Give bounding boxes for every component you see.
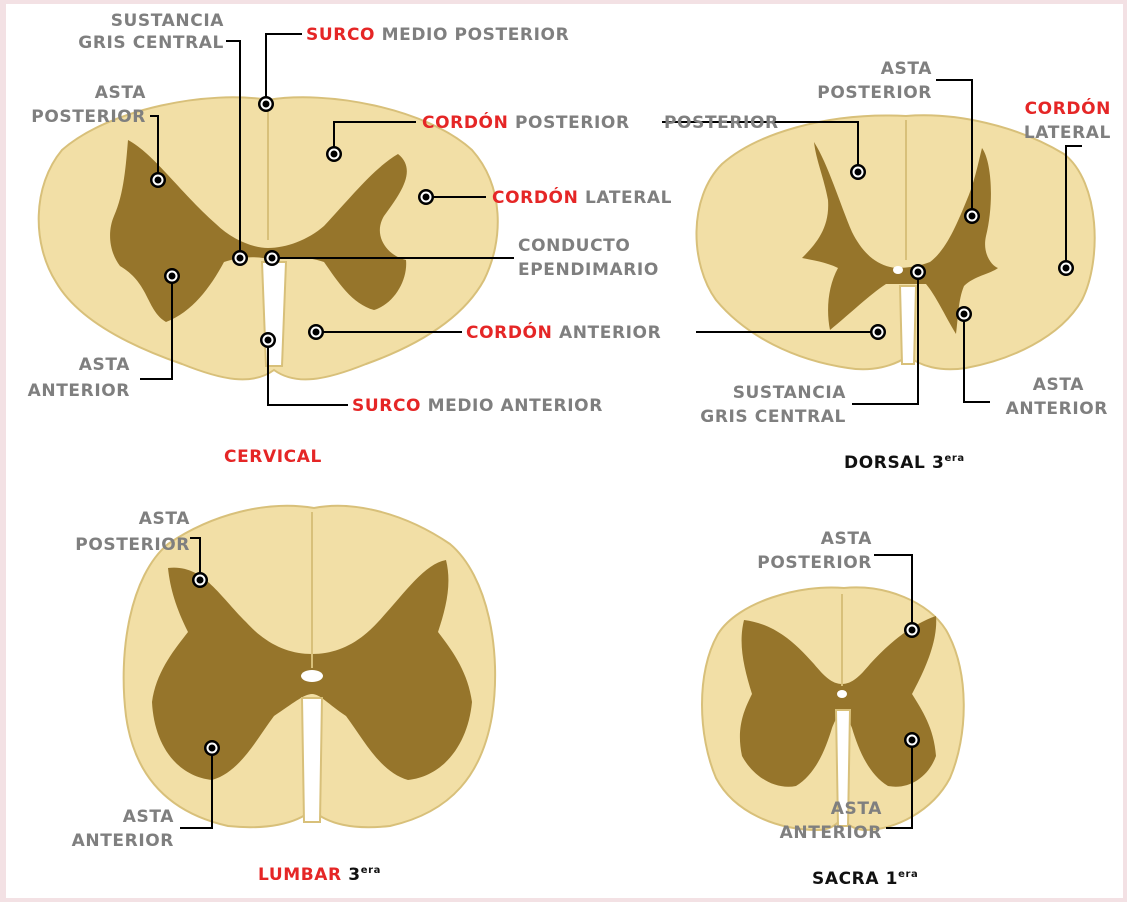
- dors-sustancia-line2: GRIS CENTRAL: [700, 407, 846, 427]
- dot-cerv-sustancia: [232, 250, 248, 266]
- dot-cerv-conducto: [264, 250, 280, 266]
- lumb-asta-ant-line1: ASTA: [123, 807, 174, 827]
- dot-dors-sustancia: [910, 264, 926, 280]
- dot-dors-cordon-ant: [870, 324, 886, 340]
- dot-dors-asta-post: [964, 208, 980, 224]
- leader-cerv-surco-post: [266, 34, 302, 104]
- sacra-title: SACRA 1era: [812, 869, 918, 889]
- cerv-asta-ant-line2: ANTERIOR: [28, 381, 130, 401]
- dorsal-anterior-fissure: [900, 286, 916, 364]
- dot-cerv-cordon-post: [326, 146, 342, 162]
- cervical-anterior-fissure: [262, 262, 286, 366]
- dors-asta-post-line1: ASTA: [881, 59, 932, 79]
- dot-dors-cordon-post: [850, 164, 866, 180]
- cerv-surco-anterior-label: SURCO MEDIO ANTERIOR: [352, 396, 603, 416]
- cerv-cordon-posterior-label: CORDÓN POSTERIOR: [422, 111, 630, 133]
- dot-cerv-surco-post: [258, 96, 274, 112]
- cerv-cordon-anterior-label: CORDÓN ANTERIOR: [466, 321, 661, 343]
- dot-cerv-asta-ant: [164, 268, 180, 284]
- dors-cordon-lateral-line1: CORDÓN: [1025, 97, 1111, 119]
- cerv-sustancia-line2: GRIS CENTRAL: [78, 33, 224, 53]
- sacr-asta-ant-line1: ASTA: [831, 799, 882, 819]
- dot-lumb-asta-ant: [204, 740, 220, 756]
- spinal-cord-sections-diagram: SUSTANCIA GRIS CENTRAL SURCO MEDIO POSTE…: [6, 4, 1123, 898]
- dot-sacr-asta-post: [904, 622, 920, 638]
- cerv-sustancia-line1: SUSTANCIA: [111, 11, 225, 31]
- lumbar-central-canal: [301, 670, 323, 682]
- sacr-asta-ant-line2: ANTERIOR: [780, 823, 882, 843]
- dors-asta-ant-line1: ASTA: [1033, 375, 1084, 395]
- dot-lumb-asta-post: [192, 572, 208, 588]
- dors-asta-post-line2: POSTERIOR: [817, 83, 932, 103]
- lumbar-title: LUMBAR 3era: [258, 865, 381, 885]
- lumb-asta-ant-line2: ANTERIOR: [72, 831, 174, 851]
- dors-cordon-lateral-line2: LATERAL: [1024, 123, 1111, 143]
- lumbar-anterior-fissure: [302, 698, 322, 822]
- cerv-conducto-line2: EPENDIMARIO: [518, 260, 659, 280]
- cerv-asta-post-line1: ASTA: [95, 83, 146, 103]
- cerv-conducto-line1: CONDUCTO: [518, 236, 630, 256]
- dot-sacr-asta-ant: [904, 732, 920, 748]
- cerv-surco-posterior-label: SURCO MEDIO POSTERIOR: [306, 25, 569, 45]
- dot-cerv-asta-post: [150, 172, 166, 188]
- dorsal-title: DORSAL 3era: [844, 453, 965, 473]
- sacra-central-canal: [837, 690, 847, 698]
- dot-cerv-cordon-ant: [308, 324, 324, 340]
- dot-cerv-surco-ant: [260, 332, 276, 348]
- cerv-asta-post-line2: POSTERIOR: [31, 107, 146, 127]
- cerv-cordon-lateral-label: CORDÓN LATERAL: [492, 186, 672, 208]
- dors-cordon-posterior-label: POSTERIOR: [664, 113, 779, 133]
- lumb-asta-post-line1: ASTA: [139, 509, 190, 529]
- dorsal-central-canal: [893, 266, 903, 274]
- lumb-asta-post-line2: POSTERIOR: [75, 535, 190, 555]
- dot-cerv-cordon-lat: [418, 189, 434, 205]
- dors-sustancia-line1: SUSTANCIA: [733, 383, 847, 403]
- dot-dors-asta-ant: [956, 306, 972, 322]
- sacr-asta-post-line2: POSTERIOR: [757, 553, 872, 573]
- cerv-asta-ant-line1: ASTA: [79, 355, 130, 375]
- sacr-asta-post-line1: ASTA: [821, 529, 872, 549]
- diagram-frame: SUSTANCIA GRIS CENTRAL SURCO MEDIO POSTE…: [6, 4, 1123, 898]
- sacra-section: [702, 587, 964, 830]
- cervical-title: CERVICAL: [224, 447, 322, 467]
- dors-asta-ant-line2: ANTERIOR: [1006, 399, 1108, 419]
- dot-dors-cordon-lat: [1058, 260, 1074, 276]
